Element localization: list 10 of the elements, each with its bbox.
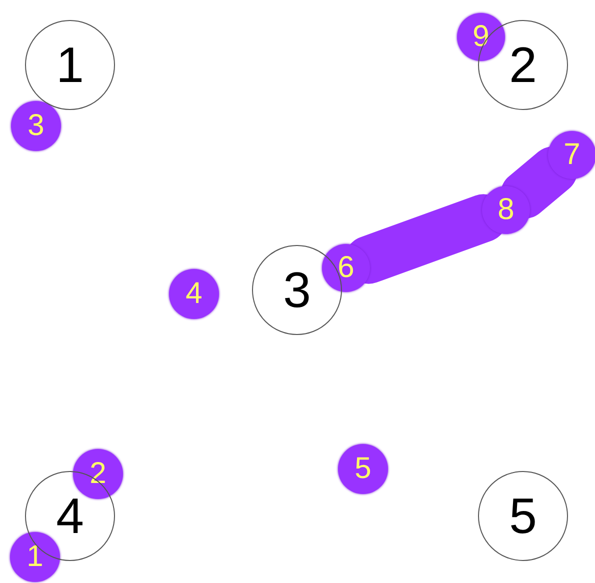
numbered-marker: 5 (338, 444, 388, 494)
numbered-marker: 3 (11, 101, 61, 151)
numbered-marker: 7 (548, 131, 595, 179)
connector-band (500, 146, 578, 219)
numbered-marker: 4 (169, 269, 219, 319)
numbered-circle: 5 (478, 471, 568, 561)
numbered-marker: 9 (457, 13, 505, 61)
numbered-marker: 6 (322, 244, 370, 292)
numbered-marker: 2 (73, 449, 123, 499)
numbered-marker: 1 (10, 532, 60, 582)
